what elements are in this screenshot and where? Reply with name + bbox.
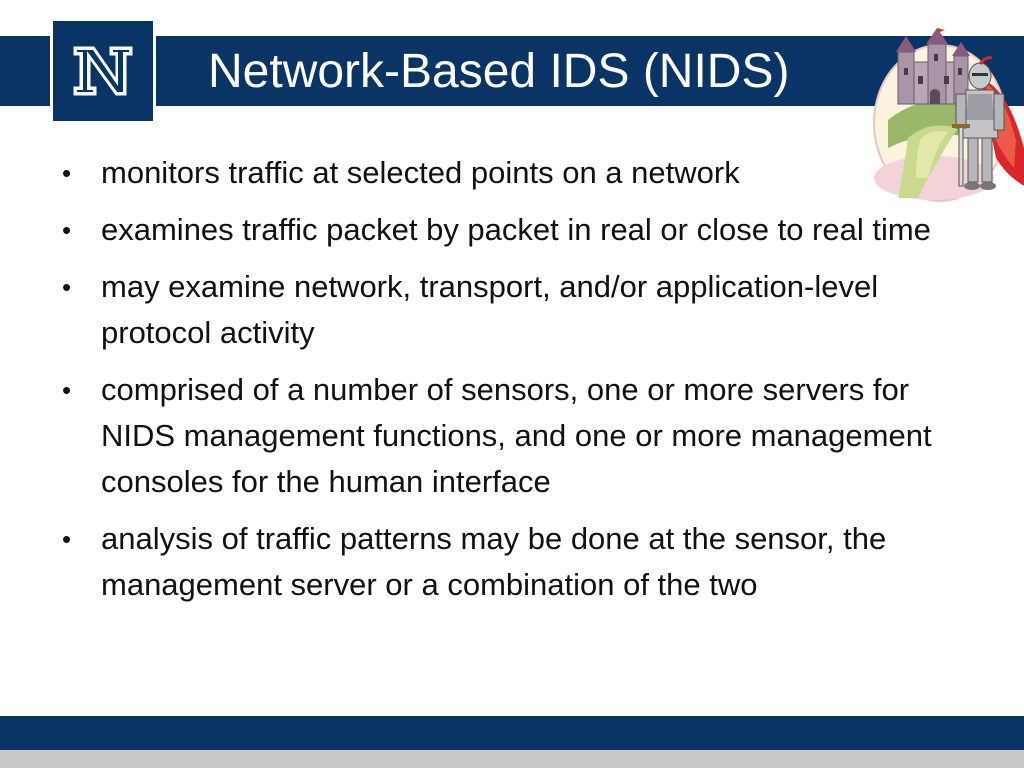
bullet-text: comprised of a number of sensors, one or… bbox=[101, 372, 932, 499]
bullet-text: examines traffic packet by packet in rea… bbox=[101, 212, 931, 247]
bullet-dot-icon: • bbox=[62, 215, 72, 245]
footer-strip bbox=[0, 750, 1024, 768]
bullet-item: • monitors traffic at selected points on… bbox=[58, 150, 978, 196]
bullet-list: • monitors traffic at selected points on… bbox=[58, 150, 978, 619]
n-letter-icon bbox=[73, 46, 133, 96]
bullet-dot-icon: • bbox=[62, 375, 72, 405]
title-bar bbox=[0, 36, 1024, 106]
bullet-item: • may examine network, transport, and/or… bbox=[58, 264, 978, 356]
bullet-item: • comprised of a number of sensors, one … bbox=[58, 367, 978, 505]
bullet-dot-icon: • bbox=[62, 524, 72, 554]
bullet-item: • analysis of traffic patterns may be do… bbox=[58, 516, 978, 608]
bullet-dot-icon: • bbox=[62, 272, 72, 302]
bullet-dot-icon: • bbox=[62, 158, 72, 188]
bullet-item: • examines traffic packet by packet in r… bbox=[58, 207, 978, 253]
castle-knight-clipart-icon bbox=[868, 24, 1024, 206]
bullet-text: analysis of traffic patterns may be done… bbox=[101, 521, 887, 602]
university-n-logo-icon bbox=[53, 21, 153, 121]
bullet-text: monitors traffic at selected points on a… bbox=[101, 155, 740, 190]
logo bbox=[50, 18, 156, 124]
slide-title: Network-Based IDS (NIDS) bbox=[208, 45, 790, 98]
footer-bar bbox=[0, 716, 1024, 750]
bullet-text: may examine network, transport, and/or a… bbox=[101, 269, 879, 350]
